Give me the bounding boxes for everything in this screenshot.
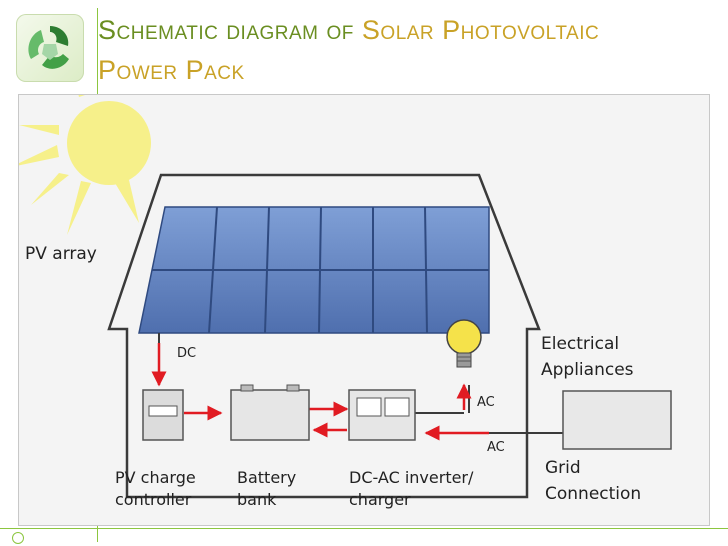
grid-label-line2: Connection bbox=[545, 484, 641, 504]
battery-label-line1: Battery bbox=[237, 468, 296, 487]
controller-label-line1: PV charge bbox=[115, 468, 196, 487]
grid-label-line1: Grid bbox=[545, 458, 581, 478]
dc-ac-inverter bbox=[348, 389, 416, 441]
grid-connection-box bbox=[562, 390, 672, 450]
schematic-diagram: PV array DC bbox=[18, 94, 710, 526]
logo-icon bbox=[16, 14, 84, 82]
electrical-label-line2: Appliances bbox=[541, 360, 634, 380]
pv-charge-controller bbox=[142, 389, 184, 441]
pv-array-label: PV array bbox=[25, 244, 97, 264]
inverter-label-line1: DC-AC inverter/ bbox=[349, 468, 474, 487]
house-outline bbox=[107, 173, 541, 499]
bottom-rule bbox=[0, 528, 728, 529]
inverter-label-line2: charger bbox=[349, 490, 411, 509]
flow-arrows bbox=[151, 343, 489, 441]
title-part-4: Power Pack bbox=[98, 55, 245, 85]
ac-up-label: AC bbox=[477, 395, 495, 410]
ac-grid-label: AC bbox=[487, 440, 505, 455]
title-part-1: Schematic diagram of bbox=[98, 15, 354, 45]
battery-bank bbox=[230, 384, 310, 441]
controller-label-line2: controller bbox=[115, 490, 192, 509]
title-part-3: Photovoltaic bbox=[442, 15, 600, 45]
title-part-2: Solar bbox=[361, 15, 435, 45]
corner-dot-icon bbox=[12, 532, 24, 544]
light-bulb-icon bbox=[446, 319, 482, 368]
page-title: Schematic diagram of Solar Photovoltaic … bbox=[98, 10, 599, 90]
electrical-label-line1: Electrical bbox=[541, 334, 619, 354]
battery-label-line2: bank bbox=[237, 490, 277, 509]
pv-array bbox=[138, 206, 490, 334]
sun-icon bbox=[19, 95, 151, 235]
dc-label: DC bbox=[177, 346, 196, 361]
slide-header: Schematic diagram of Solar Photovoltaic … bbox=[0, 0, 728, 92]
